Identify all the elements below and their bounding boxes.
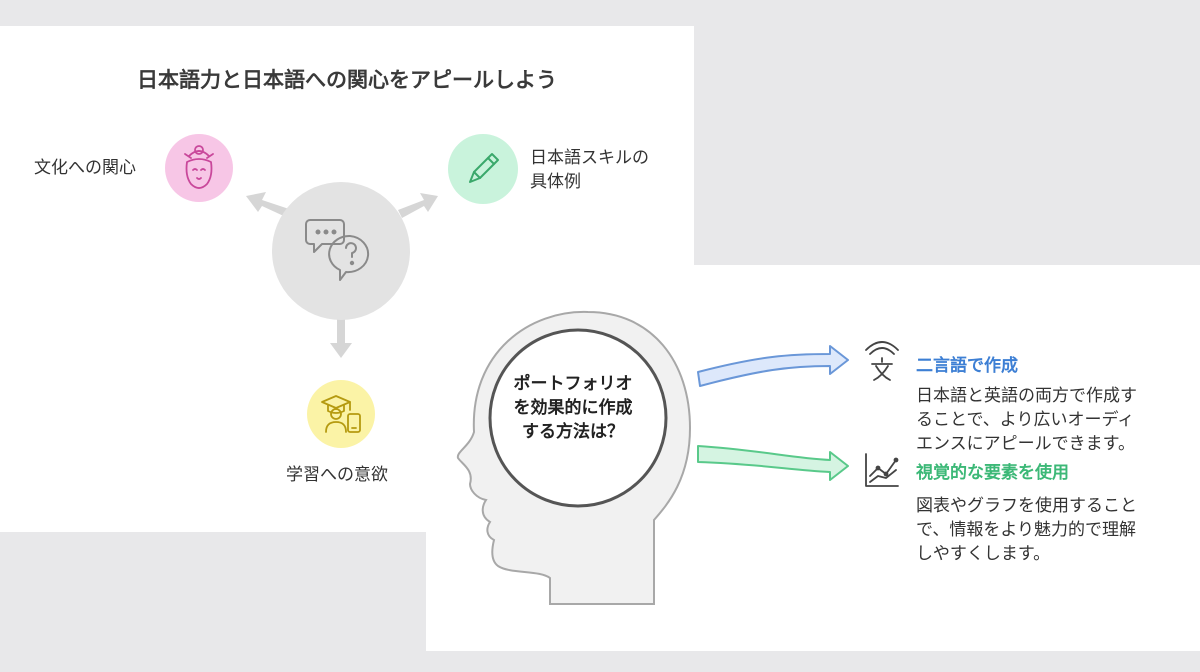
question-line2: を効果的に作成 <box>513 398 633 418</box>
visual-body-line2: で、情報をより魅力的で理解 <box>916 520 1136 540</box>
skill-icon-circle <box>448 134 518 204</box>
translate-icon <box>862 340 902 384</box>
bilingual-body-line1: 日本語と英語の両方で作成す <box>916 386 1137 406</box>
skill-label: 日本語スキルの 具体例 <box>530 146 649 194</box>
pencil-icon <box>462 148 504 190</box>
arrow-to-skill <box>398 193 438 218</box>
student-phone-icon <box>318 390 366 438</box>
culture-label: 文化への関心 <box>34 158 136 178</box>
arrow-to-culture <box>246 192 292 218</box>
visual-body-line1: 図表やグラフを使用すること <box>916 496 1137 516</box>
question-line3: する方法は？ <box>522 422 624 442</box>
bilingual-body-line2: ることで、より広いオーディ <box>916 410 1135 430</box>
question-line1: ポートフォリオ <box>513 374 633 394</box>
slide-title: 日本語力と日本語への関心をアピールしよう <box>137 68 557 92</box>
skill-label-line1: 日本語スキルの <box>530 148 649 168</box>
hub-circle <box>272 182 410 320</box>
blue-arrow <box>697 345 849 387</box>
skill-label-line2: 具体例 <box>530 172 581 192</box>
speech-bubbles-question-icon <box>302 212 382 292</box>
bilingual-body-line3: エンスにアピールできます。 <box>916 434 1135 454</box>
green-arrow <box>697 445 849 481</box>
visual-elements-title: 視覚的な要素を使用 <box>916 463 1069 483</box>
geisha-face-icon <box>175 142 223 194</box>
visual-elements-body: 図表やグラフを使用すること で、情報をより魅力的で理解 しやすくします。 <box>916 494 1137 566</box>
bilingual-title: 二言語で作成 <box>916 356 1018 376</box>
center-question: ポートフォリオ を効果的に作成 する方法は？ <box>503 372 643 444</box>
head-inner-circle <box>488 328 668 508</box>
bilingual-body: 日本語と英語の両方で作成す ることで、より広いオーディ エンスにアピールできます… <box>916 384 1137 456</box>
line-chart-icon <box>862 450 902 490</box>
visual-body-line3: しやすくします。 <box>916 544 1051 564</box>
arrow-to-motivation <box>330 315 352 358</box>
motivation-label: 学習への意欲 <box>286 465 388 485</box>
